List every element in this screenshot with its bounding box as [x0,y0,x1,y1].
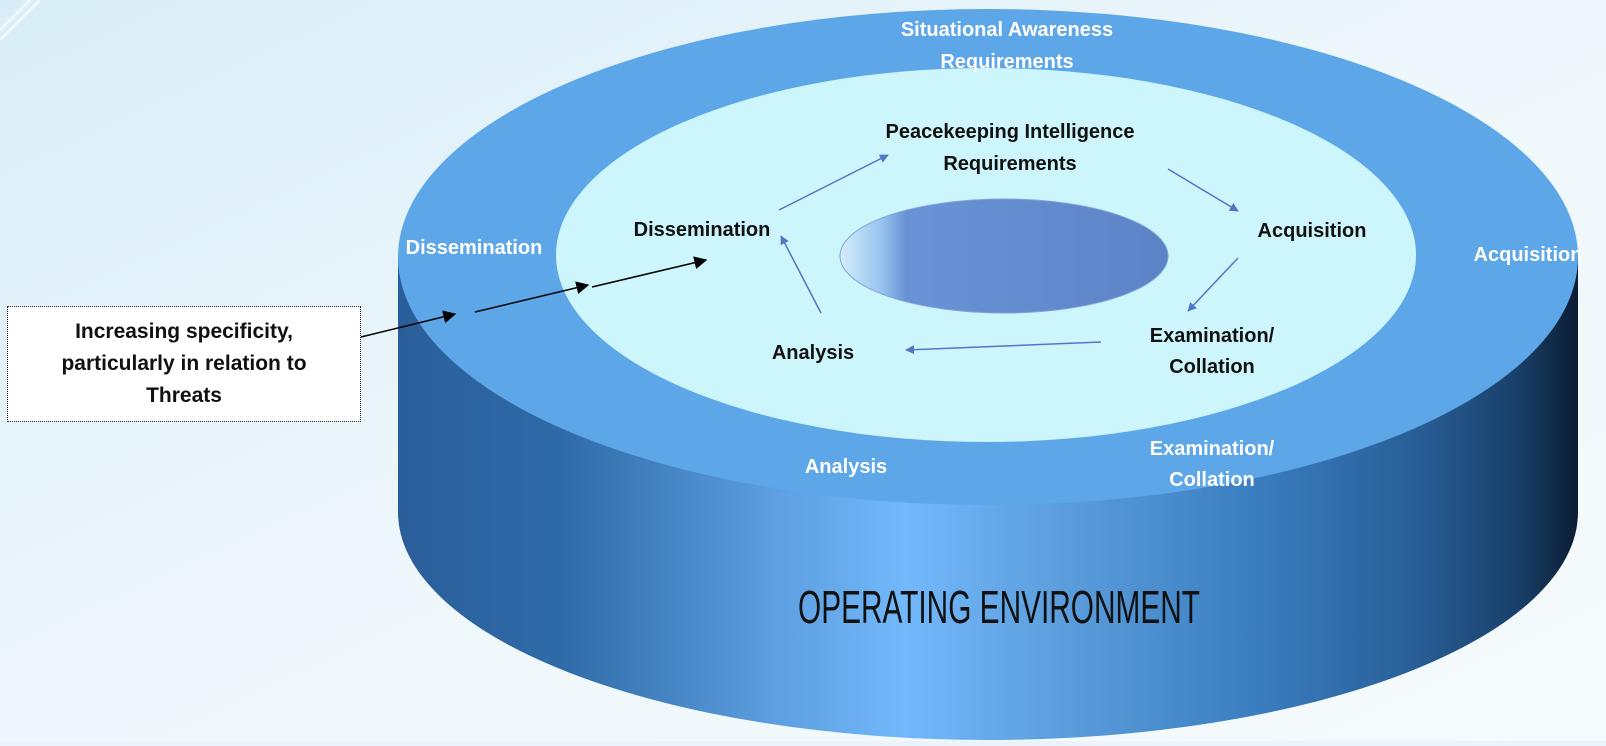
arrow-requirements-to-acquisition [1167,168,1239,212]
specificity-callout-text: Increasing specificity, particularly in … [44,316,324,412]
callout-line-1: Increasing specificity, [75,320,293,343]
inner-examination-label-line1: Examination/ [1150,325,1275,347]
inner-acquisition-label: Acquisition [1258,220,1367,242]
corner-decoration [0,0,41,41]
arrow-dissemination-to-requirements [778,154,889,211]
outer-analysis-label: Analysis [805,456,887,478]
specificity-arrow-1 [360,310,457,338]
specificity-arrow-3 [591,256,708,288]
specificity-arrow-2 [474,281,590,313]
inner-examination-label-line2: Collation [1169,356,1255,378]
inner-requirements-label-line2: Requirements [943,153,1076,175]
inner-analysis-label: Analysis [772,342,854,364]
operating-environment-label: OPERATING ENVIRONMENT [798,581,1200,633]
arrow-acquisition-to-examination [1187,257,1239,312]
inner-dissemination-label: Dissemination [634,219,771,241]
outer-top-label-line2: Requirements [940,51,1073,73]
center-hole [840,199,1168,313]
inner-requirements-label-line1: Peacekeeping Intelligence [886,121,1135,143]
arrow-examination-to-analysis [905,341,1102,355]
outer-dissemination-label: Dissemination [406,237,543,259]
outer-top-label-line1: Situational Awareness [901,19,1113,41]
callout-line-2: particularly in relation to [61,352,307,375]
outer-examination-label-line1: Examination/ [1150,438,1275,460]
arrow-analysis-to-dissemination [780,235,822,314]
outer-acquisition-label: Acquisition [1474,244,1583,266]
callout-line-3: Threats [146,384,222,407]
center-hole-rim [839,198,1169,314]
outer-examination-label-line2: Collation [1169,469,1255,491]
specificity-callout: Increasing specificity, particularly in … [7,306,361,422]
